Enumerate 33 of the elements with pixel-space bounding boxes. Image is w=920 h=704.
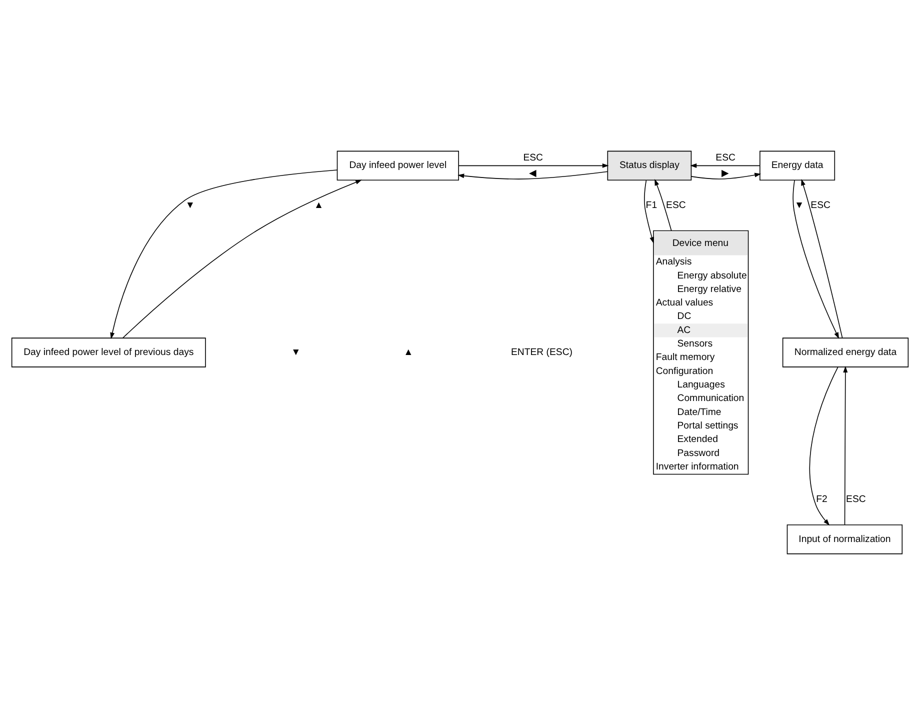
arrow — [690, 162, 760, 168]
edge-label: ESC — [666, 199, 686, 210]
label: ▲ — [404, 346, 414, 358]
arrow — [654, 178, 672, 231]
edge-label: ▼ — [185, 199, 195, 210]
edge-label: ▲ — [314, 199, 324, 210]
arrow — [110, 169, 338, 339]
arrow — [458, 170, 608, 179]
edge-label: ◀ — [529, 167, 538, 178]
arrow — [122, 179, 362, 338]
edge-label: ▶ — [722, 167, 730, 178]
node-box: Input of normalization — [786, 524, 903, 554]
edge-label: F1 — [646, 199, 658, 210]
arrow — [458, 162, 609, 168]
arrow — [809, 366, 838, 525]
edge-label: ESC — [523, 152, 544, 164]
edge-label: ESC — [810, 199, 830, 210]
node-box: Energy data — [760, 150, 836, 180]
node-box: Status display — [607, 150, 692, 180]
edge-label: F2 — [816, 494, 828, 505]
node-box: Normalized energy data — [782, 337, 909, 367]
arrow — [792, 180, 840, 338]
label: ▼ — [291, 346, 301, 358]
node-box: Day infeed power level — [336, 150, 459, 180]
edge-label: ESC — [716, 152, 736, 164]
edge-label: ESC — [846, 494, 866, 505]
node-box: Day infeed power level of previous days — [11, 337, 206, 367]
edge-label: ▼ — [794, 199, 804, 210]
arrow — [690, 172, 762, 179]
arrow — [843, 366, 848, 525]
arrow — [801, 178, 843, 338]
label: ENTER (ESC) — [511, 346, 573, 358]
arrow — [644, 180, 654, 244]
